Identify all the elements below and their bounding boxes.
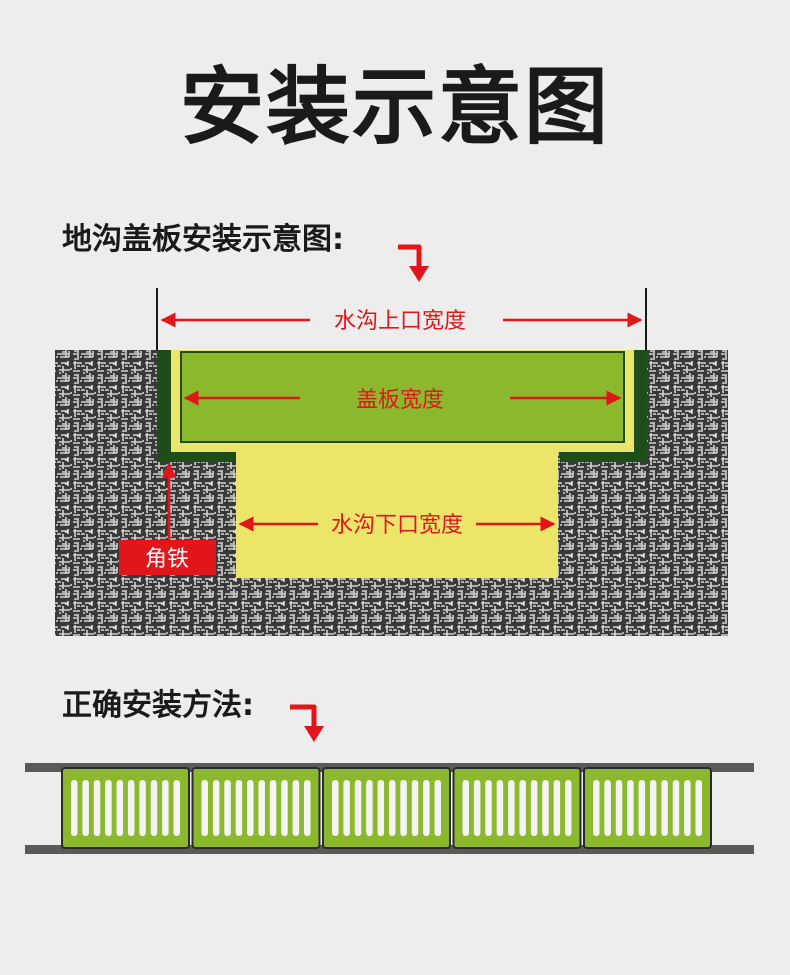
grate-slot — [672, 780, 680, 836]
angle-iron-callout — [119, 462, 216, 575]
grate-slot — [542, 780, 549, 836]
lower-width-label: 水沟下口宽度 — [331, 513, 463, 538]
grate-slot — [593, 780, 600, 836]
pointer-arrow-icon — [398, 244, 429, 282]
grate-slot — [201, 780, 208, 836]
grate-slot — [332, 780, 339, 836]
grate-slot — [695, 780, 702, 836]
page-title: 安装示意图 — [179, 58, 610, 156]
grate-slot — [400, 780, 407, 836]
grate-panel — [583, 767, 712, 849]
upper-width-label: 水沟上口宽度 — [334, 309, 466, 334]
pointer-arrow-icon — [290, 704, 324, 742]
grate-slot — [354, 780, 362, 836]
grate-slot — [508, 780, 515, 836]
grate-slot — [519, 780, 526, 836]
grate-slot — [281, 780, 288, 836]
grate-slot — [615, 780, 623, 836]
grate-slot — [212, 780, 220, 836]
grate-slot — [649, 780, 657, 836]
grate-slot — [162, 780, 169, 836]
grate-slot — [139, 780, 146, 836]
grate-slot — [127, 780, 135, 836]
grate-slot — [82, 780, 89, 836]
rail-bottom — [25, 845, 754, 854]
grate-panel — [322, 767, 451, 849]
grate-slot — [258, 780, 265, 836]
grate-slot — [269, 780, 277, 836]
grate-slot — [496, 780, 504, 836]
grate-slot — [434, 780, 441, 836]
grate-slot — [116, 780, 124, 836]
grate-slot — [366, 780, 373, 836]
grate-slot — [247, 780, 254, 836]
grate-slot — [304, 780, 311, 836]
grate-slot — [565, 780, 572, 836]
grate-slot — [377, 780, 385, 836]
grate-slot — [292, 780, 300, 836]
grate-slot — [661, 780, 668, 836]
grate-slot — [473, 780, 481, 836]
grate-slot — [638, 780, 646, 836]
grate-slot — [423, 780, 430, 836]
grate-slot — [462, 780, 469, 836]
cover-width-label: 盖板宽度 — [356, 388, 444, 413]
grate-panel — [61, 767, 190, 849]
grate-slot — [388, 780, 396, 836]
grate-slot — [173, 780, 180, 836]
grate-slot — [411, 780, 419, 836]
grate-slot — [684, 780, 691, 836]
grate-slot — [93, 780, 101, 836]
grate-slot — [553, 780, 561, 836]
grate-row — [61, 767, 712, 849]
grate-slot — [235, 780, 243, 836]
grate-slot — [485, 780, 492, 836]
angle-iron-label: 角铁 — [145, 547, 189, 572]
section-heading-diagram: 地沟盖板安装示意图: — [62, 222, 344, 257]
grate-slot — [604, 780, 611, 836]
grate-slot — [627, 780, 634, 836]
grate-slot — [71, 780, 78, 836]
grate-panel — [191, 767, 321, 849]
grate-slot — [105, 780, 112, 836]
dimension-upper-width — [156, 288, 647, 350]
grate-slot — [343, 780, 350, 836]
grate-slot — [150, 780, 158, 836]
grate-slot — [530, 780, 538, 836]
grate-slot — [224, 780, 231, 836]
section-heading-method: 正确安装方法: — [62, 688, 254, 723]
grate-panel — [452, 767, 582, 849]
